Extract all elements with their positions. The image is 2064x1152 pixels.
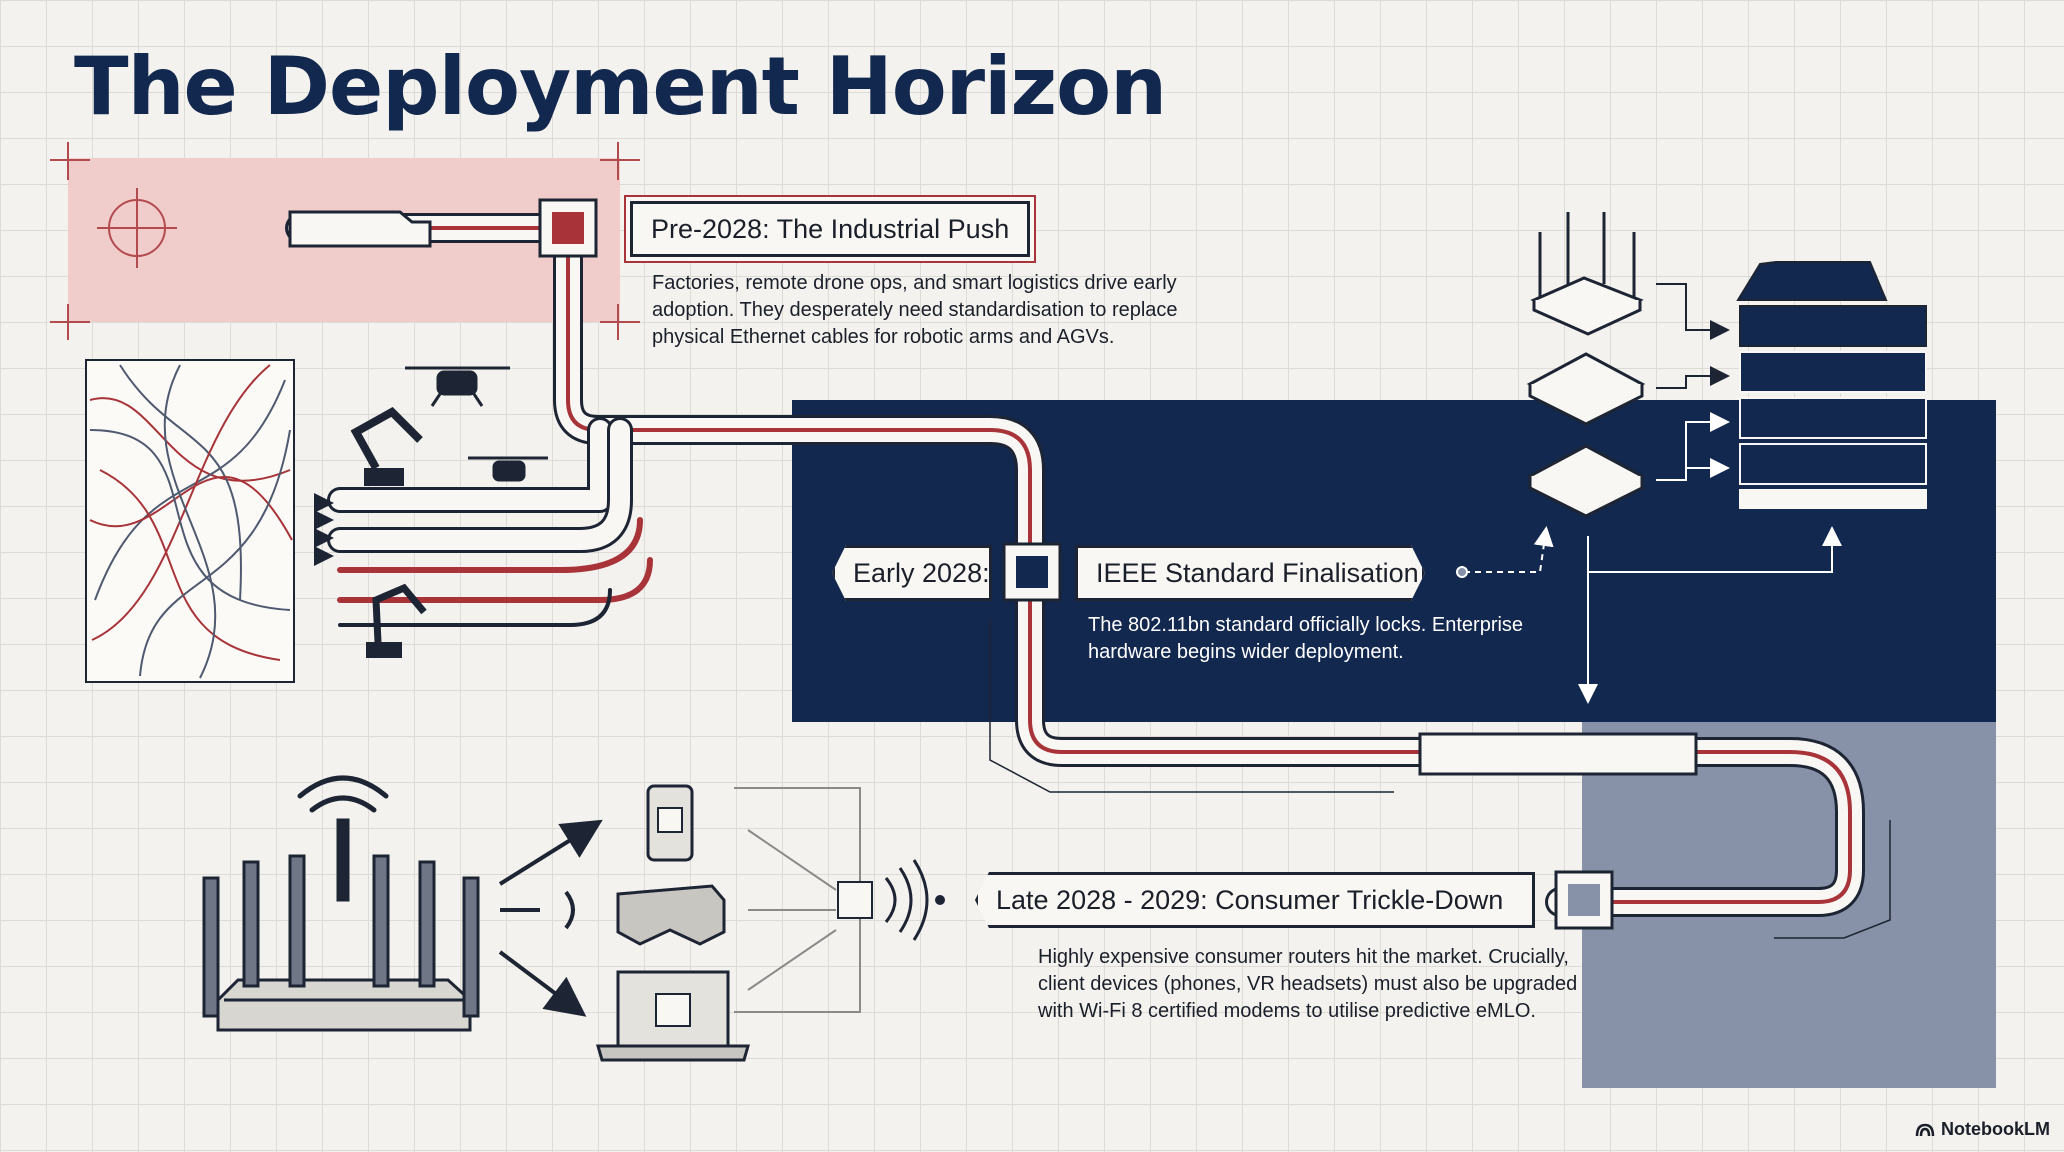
notebooklm-logo-icon (1915, 1123, 1935, 1136)
drone-icon (405, 366, 510, 407)
server-rack-icon (1736, 261, 1927, 509)
valve-consumer (1554, 870, 1614, 930)
guide-lines (989, 620, 1891, 939)
milestone-label-text: Late 2028 - 2029: Consumer Trickle-Down (996, 884, 1504, 915)
wifi-icon (297, 775, 389, 813)
brand-name: NotebookLM (1941, 1119, 2050, 1139)
robotic-arm-icon (366, 583, 427, 658)
milestone-late-2028-description: Highly expensive consumer routers hit th… (1038, 946, 1578, 1022)
robotic-arm-icon (350, 407, 423, 486)
laptop-icon (596, 970, 750, 1062)
milestone-label-text: Pre-2028: The Industrial Push (651, 213, 1010, 244)
milestone-early-2028-prefix: Early 2028: (832, 545, 992, 601)
router-icon (202, 818, 480, 1032)
milestone-pre-2028-description: Factories, remote drone ops, and smart l… (652, 272, 1178, 348)
access-point-icon (1530, 212, 1644, 336)
tangled-cables-map (85, 359, 295, 683)
valve-junction (1002, 542, 1062, 602)
access-point-icon (1526, 444, 1646, 518)
target-icon (97, 188, 177, 268)
pipe-module (1418, 732, 1698, 776)
access-point-icon (1526, 352, 1646, 426)
registration-marks (50, 142, 640, 340)
drone-icon (468, 456, 548, 482)
vr-headset-icon (616, 884, 726, 946)
wifi-icon (837, 859, 945, 941)
phone-icon (646, 784, 694, 862)
page-title: The Deployment Horizon (74, 40, 1167, 133)
brand-watermark: NotebookLM (1915, 1119, 2050, 1140)
milestone-label-prefix-text: Early 2028: (853, 557, 990, 588)
ap-to-server-links-white (1456, 412, 1842, 704)
router-signal-arrows (498, 819, 603, 1017)
milestone-label-text: IEEE Standard Finalisation (1096, 557, 1419, 588)
ap-to-server-links (1656, 283, 1730, 389)
timeline-pipeline (300, 228, 1850, 902)
milestone-pre-2028-label: Pre-2028: The Industrial Push (630, 201, 1030, 257)
milestone-early-2028-description: The 802.11bn standard officially locks. … (1088, 614, 1524, 663)
milestone-late-2028-label: Late 2028 - 2029: Consumer Trickle-Down (975, 872, 1535, 928)
input-arrows (314, 493, 334, 566)
pipe-connector-start (288, 198, 598, 258)
milestone-early-2028-label: IEEE Standard Finalisation (1075, 545, 1425, 601)
